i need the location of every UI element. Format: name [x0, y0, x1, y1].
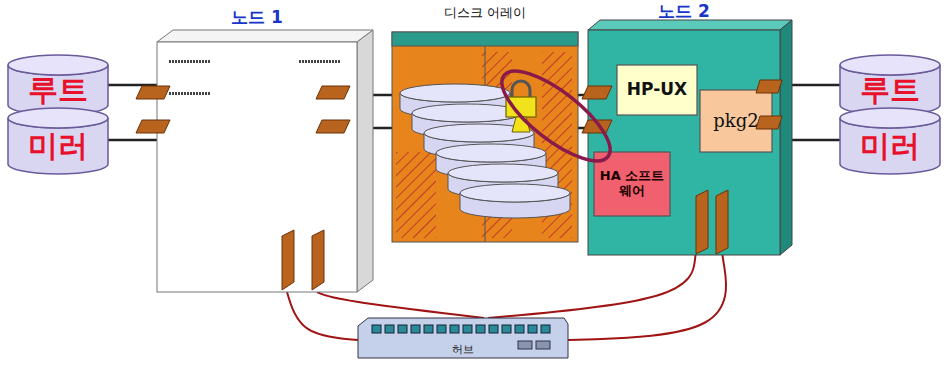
padlock-icon [506, 81, 536, 132]
server-node: HP-UXpkg2HA 소프트웨어노드 2 [588, 30, 780, 255]
node-label: 루트 [860, 73, 920, 108]
disk-array-outline [392, 32, 578, 242]
network-cable [568, 255, 726, 340]
node-label: pkg2 [713, 111, 758, 132]
interface-card [716, 190, 728, 254]
interface-card [756, 80, 782, 93]
interface-card [282, 230, 294, 290]
interface-card [312, 230, 324, 290]
disk-cylinder: 루트 [8, 55, 108, 115]
storage-cable [108, 139, 157, 142]
node-heading: 노드 1 [117, 6, 397, 29]
disk-array: 디스크 어레이 [392, 32, 578, 242]
node-label: HP-UX [627, 80, 687, 100]
node-heading: 디스크 어레이 [352, 4, 618, 22]
storage-cable [578, 94, 588, 97]
hub-device: 허브 [358, 318, 568, 358]
interface-card [582, 86, 612, 99]
interface-card [582, 120, 612, 133]
interface-card [316, 86, 350, 99]
server-node: 노드 1 [157, 42, 357, 292]
node-label: HA 소프트웨어 [598, 169, 666, 199]
node-label: 미러 [28, 129, 88, 164]
interface-cards [136, 80, 782, 290]
interface-card [136, 120, 170, 133]
node-label: 허브 [452, 344, 474, 357]
storage-cable [578, 127, 588, 130]
interface-card [696, 190, 708, 254]
network-cable [317, 292, 484, 318]
node-heading: 노드 2 [548, 0, 820, 23]
interface-card [136, 86, 170, 99]
disk-cylinder: 루트 [840, 55, 940, 115]
os-box: HP-UX [617, 65, 697, 115]
server-node-outline [157, 42, 357, 292]
interface-card [756, 116, 782, 129]
ha-software-box: HA 소프트웨어 [594, 152, 670, 216]
disk-cylinder: 미러 [840, 108, 940, 174]
node-label: 루트 [28, 73, 88, 108]
storage-cable [108, 84, 157, 87]
disk-cylinder: 미러 [8, 108, 108, 174]
network-cable [488, 255, 695, 318]
highlight-ellipse [489, 56, 623, 175]
interface-card [316, 120, 350, 133]
node-label: 미러 [860, 129, 920, 164]
package-box: pkg2 [700, 90, 772, 152]
